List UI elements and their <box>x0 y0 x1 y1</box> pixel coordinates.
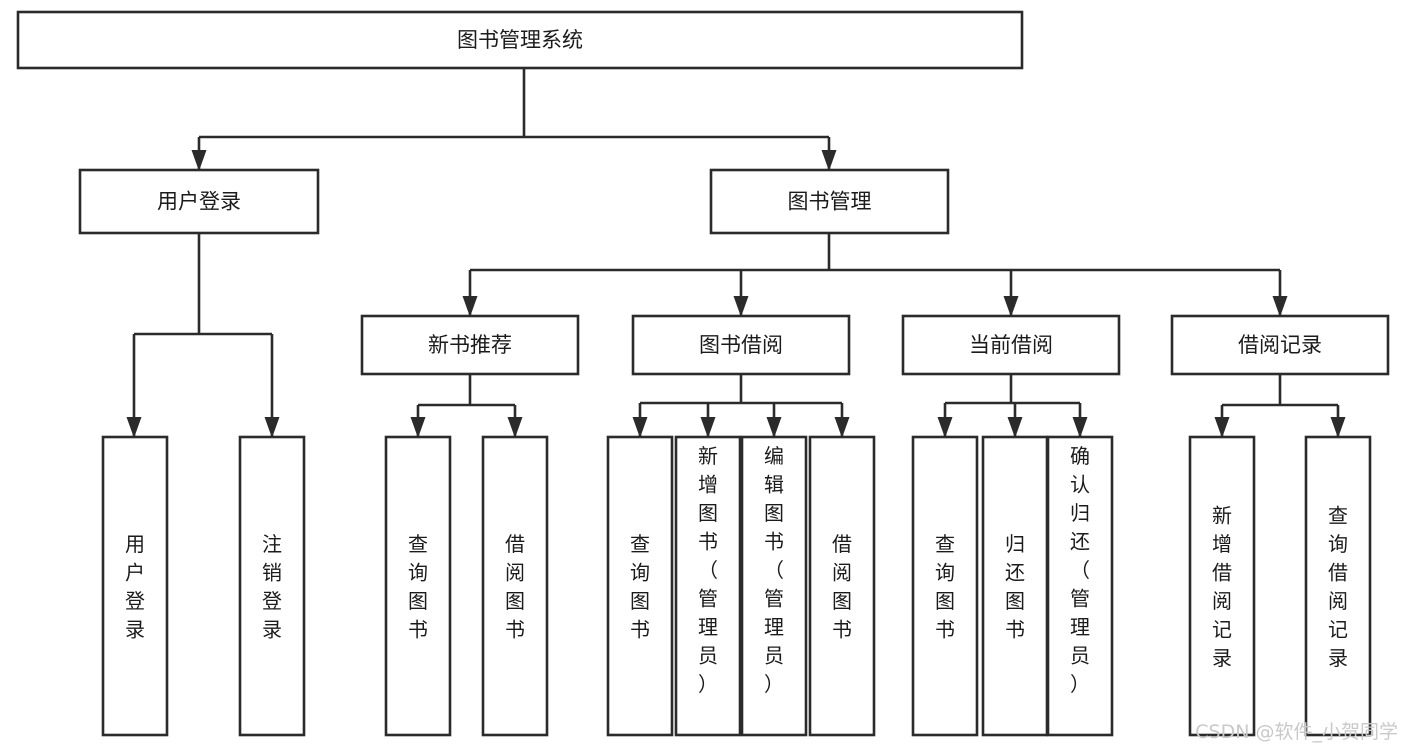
node-leaf-user-login[interactable]: 用户登录 <box>101 435 169 737</box>
node-label-new-book-rec: 新书推荐 <box>428 333 512 357</box>
node-box-leaf-query-record[interactable] <box>1304 435 1372 737</box>
node-box-leaf-return-book[interactable] <box>981 435 1049 737</box>
node-label-user-login: 用户登录 <box>157 190 241 214</box>
node-box-book-manage[interactable] <box>709 168 950 235</box>
node-leaf-return-book[interactable]: 归还图书 <box>981 435 1049 737</box>
node-box-leaf-query-book-1[interactable] <box>384 435 452 737</box>
node-label-book-borrow: 图书借阅 <box>699 333 783 357</box>
arrow-head-user-login-1 <box>264 417 280 438</box>
node-label-leaf-query-book-2: 查询图书 <box>630 532 650 642</box>
arrow-head-book-borrow-2 <box>766 417 782 438</box>
node-label-leaf-borrow-book-2: 借阅图书 <box>832 532 852 642</box>
node-label-leaf-return-book: 归还图书 <box>1005 532 1025 642</box>
connector-book-borrow <box>632 374 850 438</box>
arrow-head-current-borrow-0 <box>937 417 953 438</box>
node-label-borrow-record: 借阅记录 <box>1238 333 1322 357</box>
node-label-current-borrow: 当前借阅 <box>969 333 1053 357</box>
node-label-leaf-borrow-book-1: 借阅图书 <box>505 532 525 642</box>
node-leaf-edit-book[interactable]: 编辑图书（管理员） <box>740 435 808 737</box>
node-box-leaf-query-book-3[interactable] <box>911 435 979 737</box>
node-book-borrow[interactable]: 图书借阅 <box>631 314 851 376</box>
node-label-leaf-user-login: 用户登录 <box>125 532 145 642</box>
node-box-new-book-rec[interactable] <box>360 314 580 376</box>
node-box-leaf-user-logout[interactable] <box>238 435 306 737</box>
node-box-borrow-record[interactable] <box>1170 314 1390 376</box>
node-box-root[interactable] <box>16 10 1024 70</box>
node-leaf-query-book-3[interactable]: 查询图书 <box>911 435 979 737</box>
node-new-book-rec[interactable]: 新书推荐 <box>360 314 580 376</box>
node-box-leaf-borrow-book-1[interactable] <box>481 435 549 737</box>
node-leaf-add-record[interactable]: 新增借阅记录 <box>1188 435 1256 737</box>
connector-user-login <box>126 233 280 438</box>
csdn-watermark: CSDN @软件_小贺同学 <box>1195 721 1398 743</box>
connector-new-book-rec <box>410 374 523 438</box>
arrow-head-root-0 <box>191 150 207 171</box>
connector-current-borrow <box>937 374 1088 438</box>
node-current-borrow[interactable]: 当前借阅 <box>901 314 1121 376</box>
node-box-leaf-add-book[interactable] <box>674 435 742 737</box>
arrow-head-new-book-rec-1 <box>507 417 523 438</box>
node-root[interactable]: 图书管理系统 <box>16 10 1024 70</box>
node-leaf-user-logout[interactable]: 注销登录 <box>238 435 306 737</box>
arrow-head-new-book-rec-0 <box>410 417 426 438</box>
node-label-leaf-add-record: 新增借阅记录 <box>1212 504 1232 671</box>
node-label-root: 图书管理系统 <box>457 28 583 52</box>
node-box-leaf-query-book-2[interactable] <box>606 435 674 737</box>
node-leaf-borrow-book-1[interactable]: 借阅图书 <box>481 435 549 737</box>
arrow-head-root-1 <box>821 150 837 171</box>
node-box-leaf-edit-book[interactable] <box>740 435 808 737</box>
node-leaf-query-book-1[interactable]: 查询图书 <box>384 435 452 737</box>
node-user-login[interactable]: 用户登录 <box>78 168 320 235</box>
node-label-leaf-add-book: 新增图书（管理员） <box>698 444 718 696</box>
arrow-head-borrow-record-0 <box>1214 417 1230 438</box>
node-box-leaf-borrow-book-2[interactable] <box>808 435 876 737</box>
node-layer: 图书管理系统用户登录图书管理新书推荐图书借阅当前借阅借阅记录用户登录注销登录查询… <box>16 10 1390 737</box>
node-box-user-login[interactable] <box>78 168 320 235</box>
arrow-head-book-manage-1 <box>733 296 749 317</box>
connector-borrow-record <box>1214 374 1346 438</box>
arrow-head-book-borrow-0 <box>632 417 648 438</box>
node-leaf-borrow-book-2[interactable]: 借阅图书 <box>808 435 876 737</box>
node-leaf-query-book-2[interactable]: 查询图书 <box>606 435 674 737</box>
arrow-head-book-manage-0 <box>462 296 478 317</box>
arrow-head-current-borrow-2 <box>1072 417 1088 438</box>
arrow-head-book-manage-2 <box>1003 296 1019 317</box>
node-label-book-manage: 图书管理 <box>788 190 872 214</box>
arrow-head-user-login-0 <box>126 417 142 438</box>
node-label-leaf-confirm-return: 确认归还（管理员） <box>1070 444 1090 696</box>
node-box-leaf-user-login[interactable] <box>101 435 169 737</box>
node-label-leaf-query-book-3: 查询图书 <box>935 532 955 642</box>
node-label-leaf-query-book-1: 查询图书 <box>408 532 428 642</box>
node-leaf-add-book[interactable]: 新增图书（管理员） <box>674 435 742 737</box>
node-label-leaf-user-logout: 注销登录 <box>262 532 282 642</box>
node-box-leaf-add-record[interactable] <box>1188 435 1256 737</box>
arrow-head-borrow-record-1 <box>1330 417 1346 438</box>
connector-book-manage <box>462 233 1288 317</box>
arrow-head-current-borrow-1 <box>1007 417 1023 438</box>
arrow-head-book-manage-3 <box>1272 296 1288 317</box>
arrow-head-book-borrow-3 <box>834 417 850 438</box>
node-leaf-query-record[interactable]: 查询借阅记录 <box>1304 435 1372 737</box>
arrow-head-book-borrow-1 <box>700 417 716 438</box>
connector-layer <box>126 68 1346 438</box>
node-borrow-record[interactable]: 借阅记录 <box>1170 314 1390 376</box>
node-box-book-borrow[interactable] <box>631 314 851 376</box>
node-leaf-confirm-return[interactable]: 确认归还（管理员） <box>1046 435 1114 737</box>
connector-root <box>191 68 837 171</box>
node-book-manage[interactable]: 图书管理 <box>709 168 950 235</box>
node-label-leaf-edit-book: 编辑图书（管理员） <box>764 444 784 696</box>
node-box-current-borrow[interactable] <box>901 314 1121 376</box>
node-label-leaf-query-record: 查询借阅记录 <box>1328 504 1348 671</box>
node-box-leaf-confirm-return[interactable] <box>1046 435 1114 737</box>
